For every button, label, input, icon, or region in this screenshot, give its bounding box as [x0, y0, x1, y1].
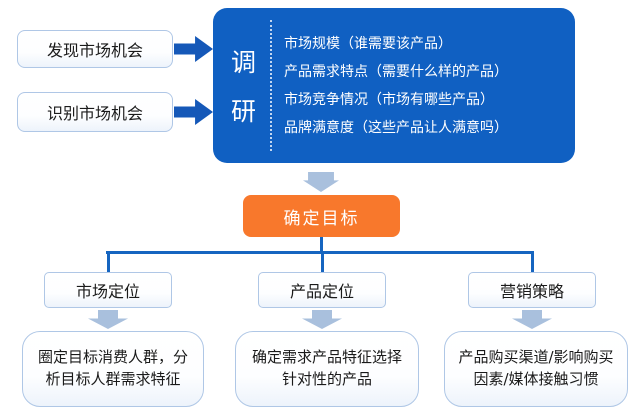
connector-vertical-top: [320, 237, 323, 252]
arrow-down-icon: [88, 310, 128, 329]
source-box-identify-label: 识别市场机会: [46, 104, 143, 123]
research-item: 品牌满意度（这些产品让人满意吗）: [284, 119, 508, 136]
description-box-product-positioning: 确定需求产品特征选择针对性的产品: [235, 331, 419, 407]
arrow-down-icon: [512, 310, 552, 329]
arrow-down-icon: [303, 172, 339, 192]
branch-box-product-positioning: 产品定位: [258, 272, 386, 308]
branch-box-market-positioning: 市场定位: [44, 272, 172, 308]
goal-box-label: 确定目标: [283, 208, 360, 229]
description-box-market-positioning: 圈定目标消费人群，分析目标人群需求特征: [22, 331, 204, 407]
research-title-char: 调: [230, 48, 257, 77]
description-box-marketing-strategy: 产品购买渠道/影响购买因素/媒体接触习惯: [444, 331, 628, 407]
research-item: 产品需求特点（需要什么样的产品）: [284, 63, 508, 80]
research-panel: 调 研 市场规模（谁需要该产品） 产品需求特点（需要什么样的产品） 市场竞争情况…: [213, 8, 575, 163]
source-box-identify: 识别市场机会: [17, 92, 173, 132]
description-text: 圈定目标消费人群，分析目标人群需求特征: [37, 348, 188, 388]
connector-vertical-right: [530, 251, 534, 273]
arrow-down-icon: [302, 310, 342, 329]
arrow-right-icon: [174, 36, 213, 62]
description-text: 产品购买渠道/影响购买因素/媒体接触习惯: [458, 348, 614, 388]
research-items-list: 市场规模（谁需要该产品） 产品需求特点（需要什么样的产品） 市场竞争情况（市场有…: [284, 8, 567, 163]
branch-label: 产品定位: [289, 282, 354, 301]
branch-label: 营销策略: [499, 282, 564, 301]
research-item: 市场竞争情况（市场有哪些产品）: [284, 91, 494, 108]
branch-label: 市场定位: [75, 282, 140, 301]
goal-box: 确定目标: [243, 195, 400, 237]
source-box-discover: 发现市场机会: [17, 30, 173, 68]
research-panel-title: 调 研: [221, 8, 267, 163]
description-text: 确定需求产品特征选择针对性的产品: [251, 348, 402, 388]
dotted-divider: [270, 20, 272, 151]
connector-vertical-left: [106, 251, 110, 273]
branch-box-marketing-strategy: 营销策略: [468, 272, 596, 308]
source-box-discover-label: 发现市场机会: [46, 41, 143, 60]
research-item: 市场规模（谁需要该产品）: [284, 35, 452, 52]
connector-horizontal: [106, 251, 534, 254]
connector-vertical-middle: [320, 251, 324, 273]
research-title-char: 研: [230, 97, 257, 126]
arrow-right-icon: [174, 99, 213, 125]
